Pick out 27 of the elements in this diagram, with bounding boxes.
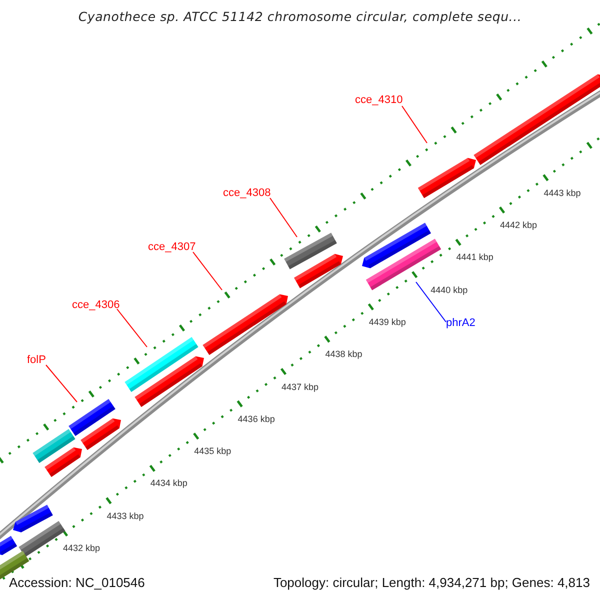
scale-label: 4440 kbp <box>430 284 468 295</box>
leader-line <box>416 282 446 322</box>
scale-label: 4438 kbp <box>325 349 362 360</box>
gene-label: folP <box>27 354 46 366</box>
scale-label: 4442 kbp <box>500 220 538 230</box>
gene-label: cce_4310 <box>355 94 403 106</box>
scale-label: 4432 kbp <box>63 543 100 553</box>
genome-summary-text: Topology: circular; Length: 4,934,271 bp; Genes: 4,813 <box>273 575 590 590</box>
scale-label: 4437 kbp <box>282 382 319 392</box>
map-title: Cyanothece sp. ATCC 51142 chromosome circular, complete sequ... <box>78 9 522 24</box>
leader-line <box>116 308 148 348</box>
gene-label: cce_4306 <box>72 299 120 311</box>
scale-label: 4441 kbp <box>456 252 494 262</box>
gene-label: cce_4307 <box>148 241 196 253</box>
gene-label: phrA2 <box>446 317 476 329</box>
scale-label: 4436 kbp <box>238 414 275 424</box>
scale-label: 4443 kbp <box>544 188 581 198</box>
leader-line <box>402 106 428 144</box>
scale-label: 4435 kbp <box>194 446 232 456</box>
leader-line <box>270 198 298 238</box>
scale-label: 4433 kbp <box>106 510 144 521</box>
scale-label: 4439 kbp <box>368 316 406 327</box>
leader-line <box>192 252 222 290</box>
gene-label: cce_4308 <box>223 187 271 199</box>
scale-label: 4434 kbp <box>150 478 188 488</box>
accession-text: Accession: NC_010546 <box>9 575 145 590</box>
leader-line <box>46 364 78 402</box>
